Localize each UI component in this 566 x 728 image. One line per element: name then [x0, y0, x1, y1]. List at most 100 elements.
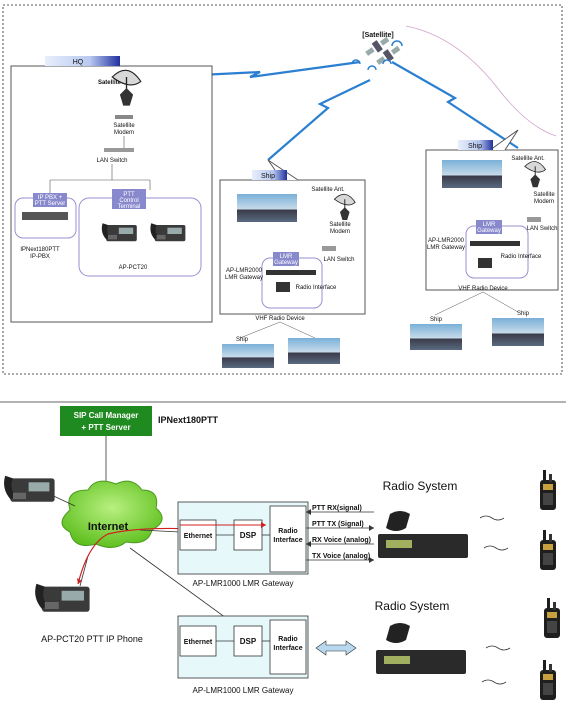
radio-system-2-label: Radio System	[375, 599, 450, 613]
radio-wave-icon	[485, 645, 511, 651]
ippbx-box-label-2: PTT Server	[35, 201, 66, 207]
orbit-line	[405, 25, 557, 137]
gw2-dsp: DSP	[240, 637, 257, 646]
bidirectional-arrow-icon	[315, 640, 357, 656]
signal-rx-voice: RX Voice (analog)	[312, 537, 371, 544]
handheld-mic-icon	[386, 511, 410, 531]
lmr-gateway-box	[476, 220, 502, 234]
ship-right-ship-b: Ship	[517, 311, 530, 317]
gw1-ethernet: Ethernet	[184, 533, 213, 540]
ship-photo	[492, 318, 544, 346]
ship-mid-sat-ant: Satellite Ant.	[311, 187, 345, 193]
hq-box: HQ Satellite Ant. Satellite Modem LAN Sw…	[10, 56, 213, 323]
ippbx-box-label-1: IP PBX +	[38, 195, 63, 201]
signal-ptt-tx: PTT TX (Signal)	[312, 521, 364, 528]
handheld-mic-icon	[386, 623, 410, 643]
radio-icon	[276, 282, 290, 292]
radio-wave-icon	[479, 515, 505, 521]
ship-right-box: Ship Satellite Ant. Satellite Modem LAN …	[410, 129, 559, 350]
radio-icon	[478, 258, 492, 268]
ship-mid-gw-2: LMR Gateway	[225, 275, 263, 281]
hq-modem-label-1: Satellite	[113, 123, 135, 129]
ipnext-label-1: IPNext180PTT	[20, 247, 60, 253]
signal-wave-icon	[391, 40, 403, 47]
walkie-talkie-icon	[544, 598, 560, 638]
ptt-control-box	[112, 189, 146, 209]
hq-lan-switch-label: LAN Switch	[96, 158, 127, 164]
desk-phone-icon	[4, 475, 55, 502]
hq-tab	[45, 56, 120, 66]
ship-mid-gw-1: AP-LMR2000	[226, 268, 263, 274]
mobile-radio-1	[378, 511, 468, 558]
bottom-diagram: SIP Call Manager + PTT Server IPNext180P…	[0, 401, 566, 700]
ship-mid-modem-2: Modem	[330, 229, 350, 235]
ship-mid-ship-a: Ship	[236, 337, 249, 343]
signal-wave-icon	[367, 65, 377, 71]
signal-tx-voice: TX Voice (analog)	[312, 553, 370, 560]
walkie-talkie-icon	[540, 470, 556, 510]
walkie-talkie-icon	[540, 660, 556, 700]
ship-right-vhf: VHF Radio Device	[458, 286, 508, 292]
gw2-ethernet: Ethernet	[184, 639, 213, 646]
walkie-talkie-icon	[540, 530, 556, 570]
satellite-label: [Satellite]	[362, 32, 394, 39]
ship-mid-tab-label: Ship	[261, 173, 275, 180]
hq-tab-label: HQ	[73, 59, 84, 66]
ship-mid-radio-if: Radio Interface	[296, 285, 337, 291]
ship-mid-lan: LAN Switch	[323, 257, 354, 263]
ship-mid-box: Ship Satellite Ant. Satellite Modem LAN …	[219, 159, 366, 368]
ship-right-gw-1: AP-LMR2000	[428, 238, 465, 244]
ship-photo	[222, 344, 274, 368]
ip-phone-icon	[101, 223, 137, 242]
radio-wave-icon	[481, 679, 507, 685]
radio-system-1-label: Radio System	[383, 479, 458, 493]
ship-photo	[288, 338, 340, 364]
internet-cloud: Internet	[61, 480, 163, 548]
signal-wave-icon	[382, 59, 392, 65]
ship-photo	[237, 194, 297, 222]
phone-label: AP-PCT20 PTT IP Phone	[41, 634, 143, 644]
ship-right-tab	[458, 140, 493, 150]
ship-right-modem-2: Modem	[534, 199, 554, 205]
gw2-radio-if-2: Interface	[273, 645, 302, 652]
gw2-radio-if-1: Radio	[278, 636, 297, 643]
desk-phone-icon	[35, 583, 90, 612]
ip-phone-icon	[150, 223, 186, 242]
ship-mid-lmr-1: LMR	[280, 254, 293, 260]
mobile-radio-2	[376, 623, 466, 674]
ptt-control-label-2: Control	[119, 198, 138, 204]
sip-call-manager-box	[60, 406, 152, 436]
ship-right-modem-1: Satellite	[533, 192, 555, 198]
sip-box-label-1: SIP Call Manager	[74, 411, 139, 420]
apct-label: AP-PCT20	[119, 265, 148, 271]
lmr-gateway-2: Ethernet DSP Radio Interface AP-LMR1000 …	[177, 615, 309, 695]
ship-mid-tab	[252, 170, 287, 180]
ship-right-lmr-1: LMR	[483, 222, 496, 228]
sip-box-label-2: + PTT Server	[81, 423, 130, 432]
hq-satellite-ant-label: Satellite Ant.	[98, 80, 134, 86]
ippbx-box	[33, 193, 67, 207]
satellite-link-ship-right	[391, 61, 519, 149]
lan-switch-icon	[104, 148, 134, 152]
lan-switch-icon	[322, 246, 336, 251]
ship-right-gw-2: LMR Gateway	[427, 245, 465, 251]
ship-mid-lmr-2: Gateway	[274, 260, 298, 266]
signal-ptt-rx: PTT RX(signal)	[312, 505, 362, 512]
gw1-dsp: DSP	[240, 531, 257, 540]
gw2-label: AP-LMR1000 LMR Gateway	[193, 686, 294, 695]
gw1-label: AP-LMR1000 LMR Gateway	[193, 579, 294, 588]
hq-modem-label-2: Modem	[114, 130, 134, 136]
ship-right-ship-a: Ship	[430, 317, 443, 323]
ship-right-tab-label: Ship	[468, 143, 482, 150]
ptt-control-label-3: Terminal	[118, 204, 141, 210]
lmr-gateway-1: Ethernet DSP Radio Interface AP-LMR1000 …	[177, 501, 309, 588]
lan-switch-icon	[527, 217, 541, 222]
ippbx-server-icon	[22, 212, 68, 220]
internet-label: Internet	[88, 521, 129, 533]
ship-right-radio-if: Radio Interface	[501, 254, 542, 260]
signal-lines: PTT RX(signal) PTT TX (Signal) RX Voice …	[306, 505, 374, 563]
ship-right-lan: LAN Switch	[526, 226, 557, 232]
ship-photo	[442, 160, 502, 188]
radio-wave-icon	[483, 545, 509, 551]
ship-right-sat-ant: Satellite Ant.	[511, 156, 545, 162]
